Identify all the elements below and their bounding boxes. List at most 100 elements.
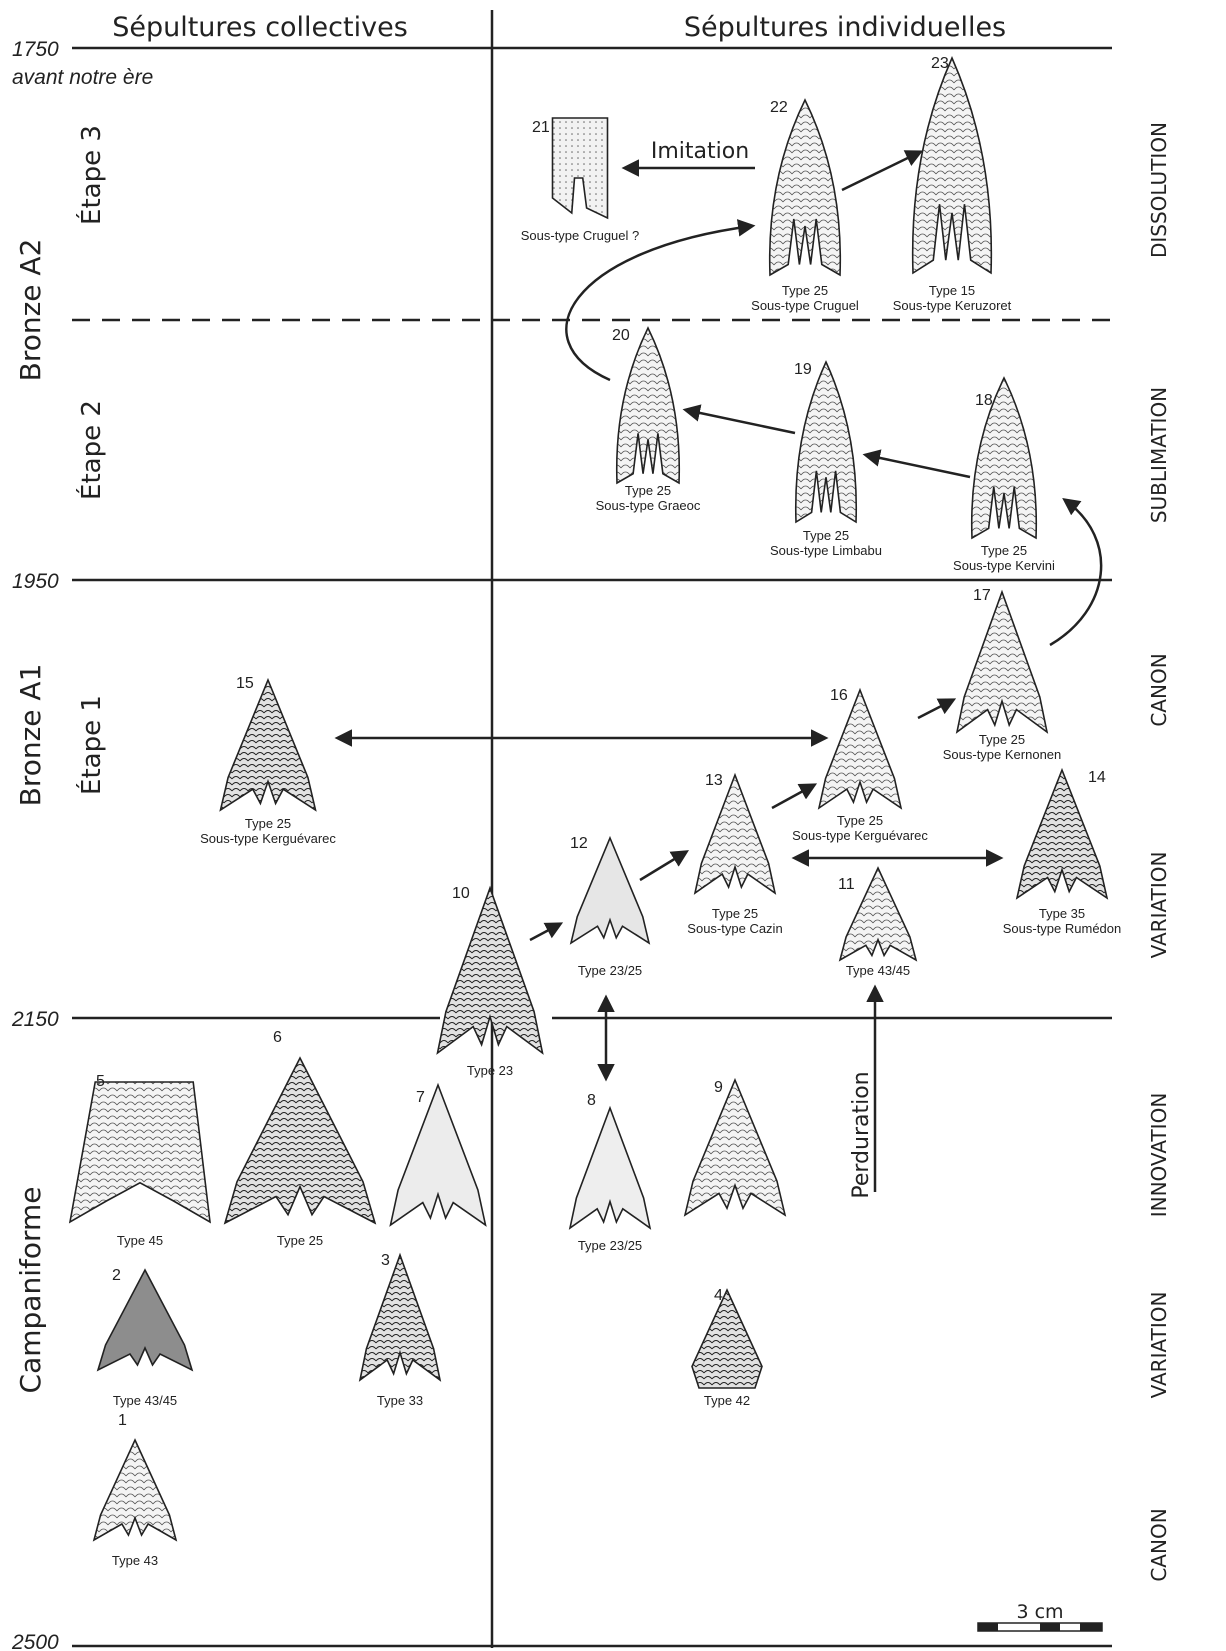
artifact-number: 15 <box>236 675 254 692</box>
artifact-number: 8 <box>587 1092 596 1109</box>
artifact-number: 18 <box>975 392 993 409</box>
arrowhead-drawing <box>693 772 777 895</box>
arrowhead-drawing <box>911 56 993 275</box>
artifact-number: 4 <box>714 1287 723 1304</box>
artifact-type-label: Type 43/45 <box>113 1393 177 1408</box>
arrowhead-drawing <box>92 1438 178 1542</box>
phase-sublimation: SUBLIMATION <box>1147 387 1171 523</box>
period-bronze-a2: Bronze A2 <box>14 239 47 382</box>
artifact-type-label: Type 25 <box>981 543 1027 558</box>
phase-canon-top: CANON <box>1147 653 1171 726</box>
arrow-10-12 <box>529 922 564 942</box>
artifact-number: 17 <box>973 587 991 604</box>
arrowhead-drawing <box>551 117 609 220</box>
imitation-label: Imitation <box>651 139 749 164</box>
artifact-type-label: Type 25 <box>837 813 883 828</box>
arrow-22-23 <box>841 150 924 192</box>
column-header-collective: Sépultures collectives <box>112 12 408 43</box>
artifact-number: 11 <box>838 876 855 893</box>
arrow-13-16 <box>771 783 818 810</box>
arrowhead-drawing <box>838 866 918 962</box>
artifact-number: 6 <box>273 1029 282 1046</box>
arrowhead-drawing <box>817 687 903 810</box>
arrow-17-18 <box>1049 497 1103 647</box>
phase-variation-bottom: VARIATION <box>1147 1292 1171 1399</box>
artifact-type-label: Type 23 <box>467 1063 513 1078</box>
artifact-subtype-label: Sous-type Kernonen <box>943 747 1062 762</box>
artifact-type-label: Type 35 <box>1039 906 1085 921</box>
scale-label: 3 cm <box>1016 1601 1063 1623</box>
arrowhead-drawing <box>615 326 681 485</box>
artifact-subtype-label: Sous-type Keruzoret <box>893 298 1012 313</box>
artifact-number: 1 <box>118 1412 127 1429</box>
artifact-number: 2 <box>112 1267 121 1284</box>
artifact-number: 23 <box>931 55 949 72</box>
artifact-number: 13 <box>705 772 723 789</box>
artifact-number: 9 <box>714 1079 723 1096</box>
arrow-19-20 <box>682 404 796 435</box>
artifact-number: 16 <box>830 687 848 704</box>
artifact-type-label: Type 43/45 <box>846 963 910 978</box>
artifact-number: 22 <box>770 99 788 116</box>
arrowhead-drawing <box>691 1288 763 1389</box>
artifact-type-label: Type 42 <box>704 1393 750 1408</box>
artifact-subtype-label: Sous-type Rumédon <box>1003 921 1122 936</box>
date-1750: 1750 <box>12 38 59 61</box>
arrowhead-drawing <box>794 360 858 524</box>
artifact-type-label: Type 25 <box>782 283 828 298</box>
etape-2: Étape 2 <box>75 400 107 500</box>
arrowhead-drawing <box>569 835 651 945</box>
artifact-type-label: Type 25 <box>979 732 1025 747</box>
arrowhead-drawing <box>955 589 1049 734</box>
artifact-type-label: Type 25 <box>277 1233 323 1248</box>
artifact-number: 10 <box>452 885 470 902</box>
arrowhead-drawing <box>970 376 1038 540</box>
arrowhead-drawing <box>358 1252 442 1382</box>
arrowhead-drawing <box>436 885 544 1055</box>
arrowhead-drawing <box>389 1082 487 1227</box>
date-1950: 1950 <box>12 570 59 593</box>
date-2500: 2500 <box>11 1631 59 1651</box>
relationship-arrows <box>334 150 1103 1192</box>
phase-dissolution: DISSOLUTION <box>1147 122 1171 258</box>
arrow-20-22 <box>565 219 756 382</box>
artifact-subtype-label: Sous-type Kerguévarec <box>200 831 336 846</box>
artifact-type-label: Type 25 <box>245 816 291 831</box>
artifact-number: 5 <box>96 1073 105 1090</box>
scale-bar: 3 cm <box>977 1601 1103 1632</box>
artifact-7: 7 <box>389 1082 487 1227</box>
phase-canon-bottom: CANON <box>1147 1508 1171 1581</box>
artifact-subtype-label: Sous-type Cruguel <box>751 298 859 313</box>
artifact-subtype-label: Sous-type Kerguévarec <box>792 828 928 843</box>
etape-1: Étape 1 <box>75 695 107 795</box>
artifact-number: 3 <box>381 1252 390 1269</box>
artifact-number: 21 <box>532 119 550 136</box>
date-1750-sub: avant notre ère <box>12 66 153 89</box>
artifact-number: 12 <box>570 835 588 852</box>
artifact-type-label: Type 23/25 <box>578 1238 642 1253</box>
arrowhead-drawing <box>768 98 842 277</box>
artifact-type-label: Type 25 <box>625 483 671 498</box>
artifact-subtype-label: Sous-type Kervini <box>953 558 1055 573</box>
arrowhead-drawing <box>68 1081 211 1224</box>
artifact-type-label: Type 25 <box>712 906 758 921</box>
phase-variation-top: VARIATION <box>1147 852 1171 959</box>
arrowhead-drawing <box>1015 767 1109 900</box>
